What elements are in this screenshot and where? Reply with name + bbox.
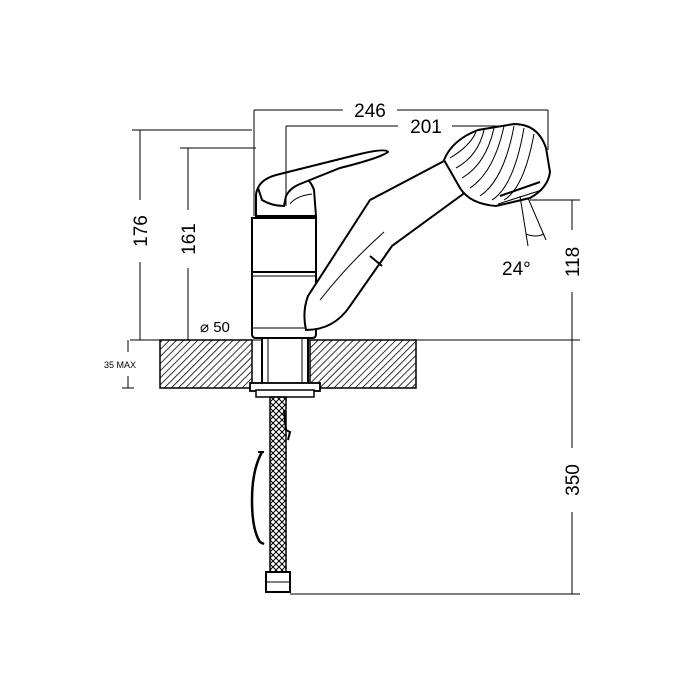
dimension-base-diameter: ⌀ 50 [200, 319, 230, 336]
dim-label-176: 176 [131, 215, 152, 247]
dim-label-118: 118 [563, 247, 584, 277]
dim-label-201: 201 [410, 117, 442, 138]
dimension-hose-length: 350 [290, 340, 584, 595]
dimension-counter-max: 35 MAX [104, 340, 136, 389]
dimension-spray-angle: 24° [502, 195, 547, 280]
spray-head [442, 122, 552, 208]
dimension-height-body: 161 [179, 147, 256, 340]
dim-label-24-deg: 24° [502, 259, 531, 280]
dim-label-161: 161 [179, 223, 200, 255]
dim-label-35-max: 35 MAX [104, 360, 136, 370]
dimension-height-total: 176 [131, 129, 252, 340]
dim-label-350: 350 [563, 464, 584, 496]
dim-label-diameter: ⌀ 50 [200, 319, 230, 336]
supply-hoses [250, 396, 292, 593]
mounting-shank [249, 337, 321, 398]
countertop [130, 339, 580, 389]
pull-out-spout [303, 158, 476, 332]
dimension-spout-reach: 201 [285, 117, 506, 206]
dim-label-246: 246 [354, 101, 386, 122]
faucet-body [251, 217, 317, 339]
dimension-overall-width: 246 [253, 101, 549, 216]
dimension-spout-height: 118 [530, 199, 584, 340]
